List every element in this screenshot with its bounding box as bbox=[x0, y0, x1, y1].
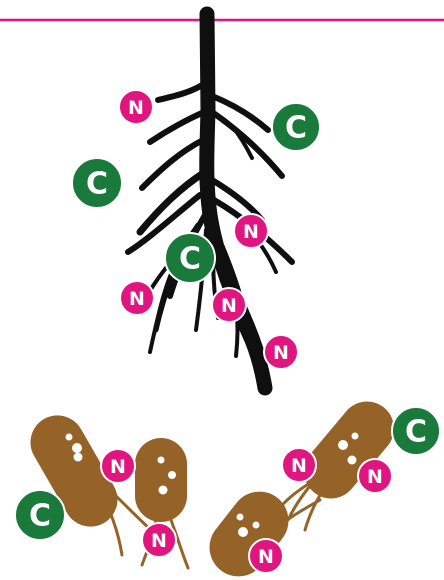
nitrogen-label: N bbox=[129, 288, 145, 310]
nitrogen-label: N bbox=[291, 455, 307, 477]
nitrogen-badge: N bbox=[142, 523, 176, 557]
carbon-badge: C bbox=[392, 407, 440, 455]
nitrogen-label: N bbox=[128, 97, 144, 119]
nitrogen-badge: N bbox=[120, 281, 154, 315]
nitrogen-badge: N bbox=[264, 335, 298, 369]
nitrogen-badge: N bbox=[282, 448, 316, 482]
carbon-badge: C bbox=[165, 233, 215, 283]
nitrogen-label: N bbox=[151, 530, 167, 552]
nitrogen-label: N bbox=[221, 295, 237, 317]
carbon-badge: C bbox=[272, 103, 320, 151]
nitrogen-label: N bbox=[110, 456, 126, 478]
nitrogen-label: N bbox=[243, 221, 259, 243]
nitrogen-label: N bbox=[273, 342, 289, 364]
carbon-label: C bbox=[179, 242, 201, 277]
carbon-label: C bbox=[285, 111, 307, 146]
nitrogen-badge: N bbox=[212, 288, 246, 322]
root-system-icon bbox=[128, 14, 292, 388]
nitrogen-badge: N bbox=[119, 90, 153, 124]
nitrogen-label: N bbox=[367, 466, 383, 488]
carbon-label: C bbox=[86, 167, 108, 202]
nitrogen-badge: N bbox=[358, 459, 392, 493]
nitrogen-badge: N bbox=[234, 214, 268, 248]
nitrogen-badge: N bbox=[101, 449, 135, 483]
nitrogen-badge: N bbox=[249, 539, 283, 573]
microbe-group bbox=[21, 391, 405, 580]
carbon-badge: C bbox=[72, 158, 122, 208]
carbon-label: C bbox=[405, 415, 427, 450]
carbon-label: C bbox=[29, 499, 51, 534]
carbon-badge: C bbox=[15, 490, 65, 540]
nitrogen-label: N bbox=[258, 546, 274, 568]
